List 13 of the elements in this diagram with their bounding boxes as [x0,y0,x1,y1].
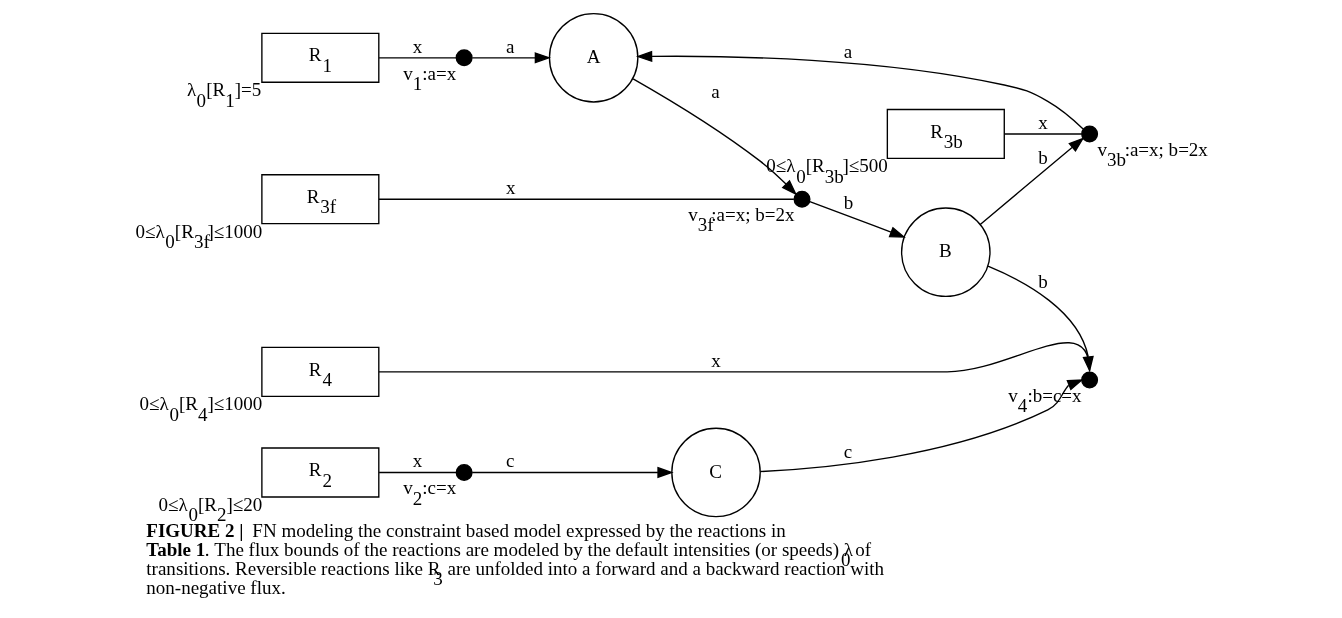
edge-label: b [1037,270,1048,292]
edge-label: c [843,440,852,462]
edge-label: x [505,177,515,199]
edge-label: c [505,450,514,472]
edge-label: b [1037,147,1048,169]
edge-label: x [412,35,422,57]
edge-label: a [505,35,514,57]
edge-label: a [843,41,852,63]
edge-label: x [1037,111,1048,133]
edge-label: x [412,450,422,472]
edge-label: a [710,80,720,102]
edge-label: b [843,192,853,213]
edge-label: x [710,349,721,371]
